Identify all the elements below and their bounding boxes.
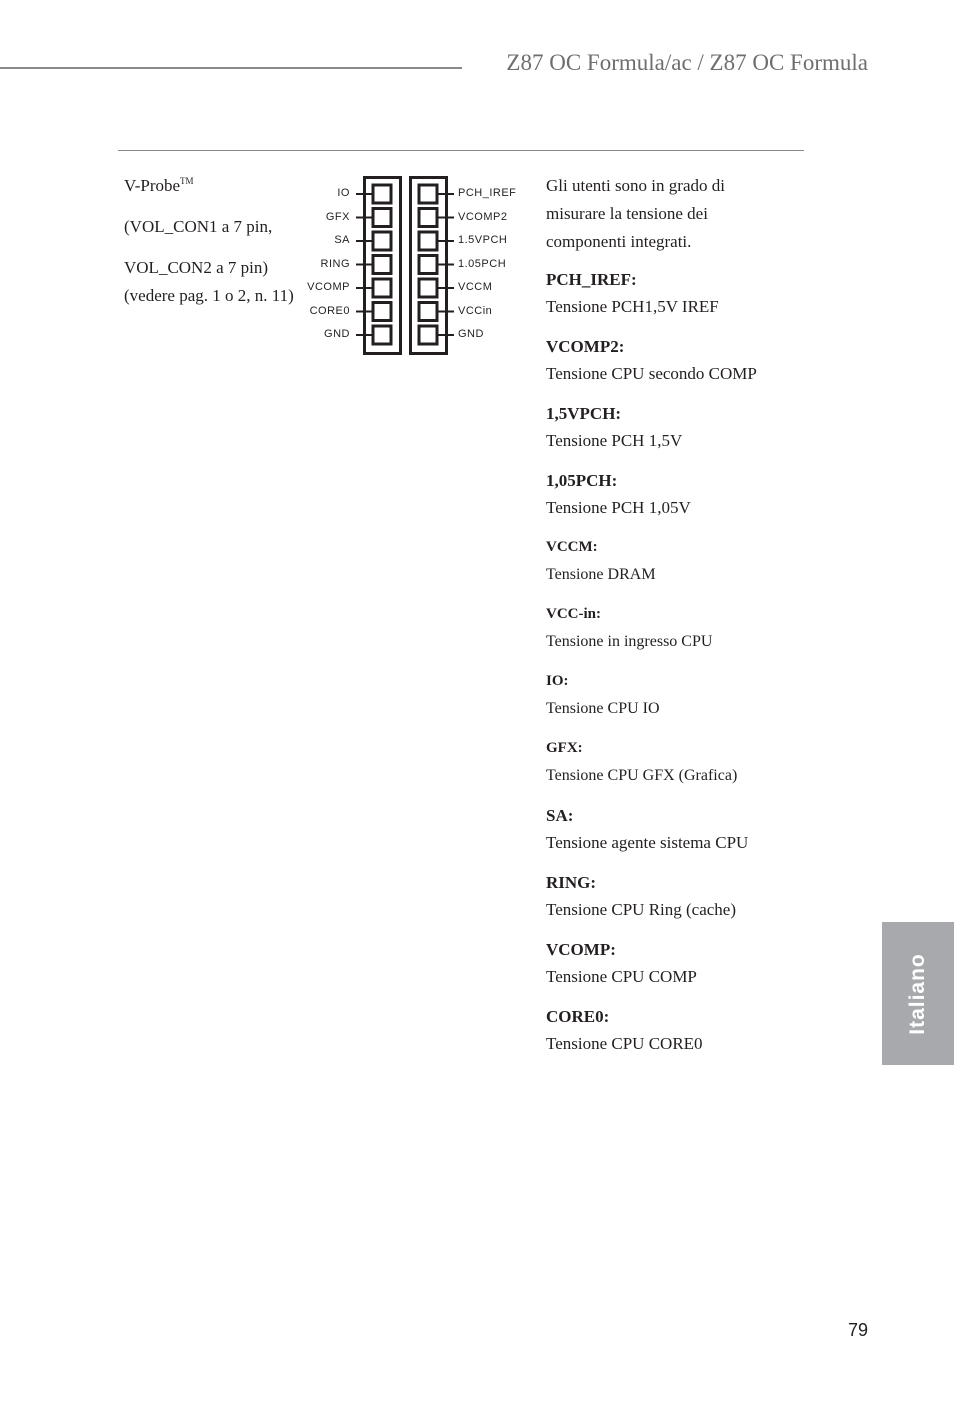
pin-label-core0: CORE0 xyxy=(309,304,350,317)
pin-definitions: Gli utenti sono in grado di misurare la … xyxy=(546,172,776,1070)
definition-term: GFX: xyxy=(546,740,583,756)
pin-label-pch-iref: PCH_IREF xyxy=(458,187,517,199)
definition-term: VCOMP2: xyxy=(546,337,625,356)
right-pin-row xyxy=(417,183,439,346)
pin-leader-lines xyxy=(356,193,454,336)
definition-entry: IO: Tensione CPU IO xyxy=(546,668,776,722)
definition-entry: 1,05PCH: Tensione PCH 1,05V xyxy=(546,467,776,521)
intro-text: Gli utenti sono in grado di misurare la … xyxy=(546,176,725,251)
definition-term: VCC-in: xyxy=(546,606,601,622)
pin-label-1-5vpch: 1.5VPCH xyxy=(458,234,508,246)
pin-label-io: IO xyxy=(337,187,350,199)
pin-header-drawing xyxy=(356,176,454,355)
definition-entry: GFX: Tensione CPU GFX (Grafica) xyxy=(546,735,776,789)
language-tab-label: Italiano xyxy=(906,952,929,1035)
trademark-mark: TM xyxy=(180,176,194,186)
definition-term: CORE0: xyxy=(546,1007,610,1026)
definition-entry: VCCM: Tensione DRAM xyxy=(546,534,776,588)
left-pin-row xyxy=(371,183,393,346)
connector-name: V-ProbeTM xyxy=(124,176,194,195)
definition-desc: Tensione DRAM xyxy=(546,566,656,583)
header-rule xyxy=(0,67,462,69)
language-tab: Italiano xyxy=(882,922,954,1065)
header-title: Z87 OC Formula/ac / Z87 OC Formula xyxy=(506,50,868,75)
pin-label-gfx: GFX xyxy=(325,210,350,223)
definition-term: 1,05PCH: xyxy=(546,471,618,490)
pin-label-sa: SA xyxy=(334,234,350,246)
pin-label-gnd-right: GND xyxy=(458,328,484,340)
definition-entry: PCH_IREF: Tensione PCH1,5V IREF xyxy=(546,266,776,320)
definition-entry: VCOMP2: Tensione CPU secondo COMP xyxy=(546,333,776,387)
pin-label-vcomp2: VCOMP2 xyxy=(458,210,508,223)
pin-label-vccm: VCCM xyxy=(458,281,493,293)
definition-entry: VCC-in: Tensione in ingresso CPU xyxy=(546,601,776,655)
definition-desc: Tensione CPU IO xyxy=(546,700,660,717)
definition-desc: Tensione PCH 1,5V xyxy=(546,431,683,450)
pin-label-ring: RING xyxy=(320,257,350,270)
v-probe-pin-diagram: IO GFX SA RING VCOMP CORE0 GND PCH_IREF … xyxy=(296,172,536,362)
definition-term: IO: xyxy=(546,673,569,689)
connector-page-reference: (vedere pag. 1 o 2, n. 11) xyxy=(124,286,294,305)
connector-vol-con1: (VOL_CON1 a 7 pin, xyxy=(124,217,273,236)
definition-desc: Tensione CPU CORE0 xyxy=(546,1034,703,1053)
pin-label-1-05pch: 1.05PCH xyxy=(458,257,507,270)
definition-term: SA: xyxy=(546,806,574,825)
definition-desc: Tensione PCH 1,05V xyxy=(546,498,691,517)
definition-entry: 1,5VPCH: Tensione PCH 1,5V xyxy=(546,400,776,454)
definition-term: VCCM: xyxy=(546,539,598,555)
definition-desc: Tensione in ingresso CPU xyxy=(546,633,713,650)
definition-desc: Tensione CPU Ring (cache) xyxy=(546,900,737,919)
definition-desc: Tensione agente sistema CPU xyxy=(546,833,749,852)
pin-label-vccin: VCCin xyxy=(458,304,493,317)
definition-term: VCOMP: xyxy=(546,940,616,959)
definition-desc: Tensione CPU secondo COMP xyxy=(546,364,757,383)
definition-term: 1,5VPCH: xyxy=(546,404,622,423)
definition-desc: Tensione CPU GFX (Grafica) xyxy=(546,767,738,784)
definition-desc: Tensione PCH1,5V IREF xyxy=(546,297,719,316)
definition-entry: RING: Tensione CPU Ring (cache) xyxy=(546,869,776,923)
connector-vol-con2: VOL_CON2 a 7 pin) xyxy=(124,258,269,277)
definition-term: PCH_IREF: xyxy=(546,270,637,289)
definition-entry: CORE0: Tensione CPU CORE0 xyxy=(546,1003,776,1057)
definition-entry: SA: Tensione agente sistema CPU xyxy=(546,802,776,856)
page-number: 79 xyxy=(847,1320,868,1340)
pin-label-vcomp: VCOMP xyxy=(307,281,350,293)
connector-description: V-ProbeTM (VOL_CON1 a 7 pin, VOL_CON2 a … xyxy=(124,172,294,323)
definition-entry: VCOMP: Tensione CPU COMP xyxy=(546,936,776,990)
pin-label-gnd-left: GND xyxy=(324,328,350,340)
definition-term: RING: xyxy=(546,873,597,892)
definition-desc: Tensione CPU COMP xyxy=(546,967,697,986)
section-divider xyxy=(118,150,804,151)
